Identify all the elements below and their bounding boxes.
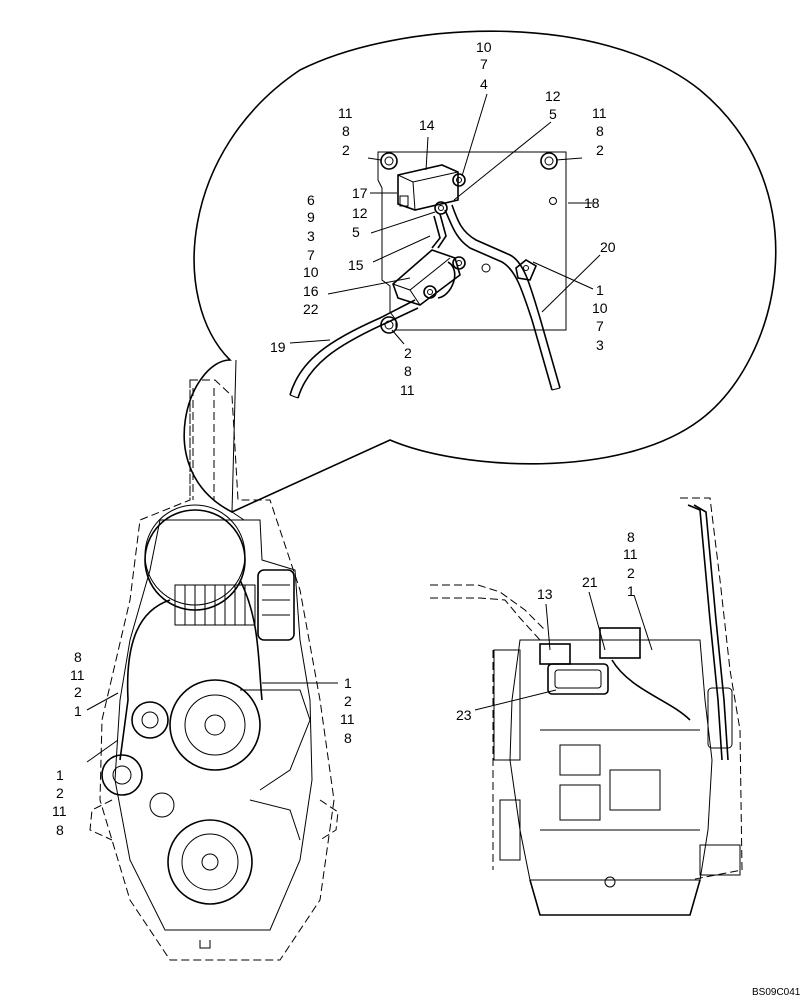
callout-left-b-4: 8 [56,822,64,838]
callout-14: 14 [419,117,435,133]
callout-right-3: 2 [627,565,635,581]
callout-detail-top-1: 10 [476,39,492,55]
callout-detail-right-c-2: 10 [592,300,608,316]
callout-detail-left-b-3: 3 [307,228,315,244]
callout-detail-left-b-4: 7 [307,247,315,263]
callout-detail-right-a-2: 5 [549,106,557,122]
callout-left-c-1: 1 [344,675,352,691]
drawing-reference: BS09C041 [752,987,801,998]
callout-right-4: 1 [627,583,635,599]
callout-left-b-3: 11 [52,803,67,819]
callout-detail-left-a-3: 2 [342,142,350,158]
right-engine-view [430,497,743,916]
callout-detail-left-b-5: 10 [303,264,319,280]
bolt-top-right [540,152,558,170]
callout-left-b-1: 1 [56,767,64,783]
callout-left-c-4: 8 [344,730,352,746]
callout-13: 13 [537,586,553,602]
callout-detail-right-b-1: 11 [592,105,607,121]
callout-23: 23 [456,707,472,723]
upper-module [397,164,459,211]
callout-detail-right-a-1: 12 [545,88,561,104]
callout-detail-top-2: 7 [480,56,488,72]
callout-left-a-2: 11 [70,667,85,683]
callout-right-1: 8 [627,529,635,545]
plate-bolts [380,152,558,334]
callout-detail-left-b-7: 22 [303,301,319,317]
callout-17: 17 [352,185,368,201]
callout-20: 20 [600,239,616,255]
callout-left-c-2: 2 [344,693,352,709]
callout-left-a-3: 2 [74,684,82,700]
callout-21: 21 [582,574,598,590]
callout-detail-left-a-1: 11 [338,105,353,121]
callout-left-b-2: 2 [56,785,64,801]
lower-module [392,249,461,306]
callout-detail-right-c-4: 3 [596,337,604,353]
bolt-mid-right [452,173,466,187]
callout-detail-left-a-2: 8 [342,123,350,139]
callout-19: 19 [270,339,286,355]
bolt-mid-left [434,201,448,215]
callout-18: 18 [584,195,600,211]
callout-right-2: 11 [623,546,638,562]
callout-detail-right-c-3: 7 [596,318,604,334]
cables [289,204,561,399]
callout-detail-right-c-1: 1 [596,282,604,298]
bolt-lower-left [423,285,437,299]
detail-bubble [183,30,777,521]
callout-detail-left-b-1: 6 [307,192,315,208]
callout-15: 15 [348,257,364,273]
callout-left-c-3: 11 [340,711,355,727]
callout-detail-mid-2: 5 [352,224,360,240]
detail-leaders [289,93,601,345]
callout-detail-top-3: 4 [480,76,488,92]
callout-left-a-4: 1 [74,703,82,719]
callout-detail-left-b-2: 9 [307,209,315,225]
callout-detail-right-b-3: 2 [596,142,604,158]
callout-detail-left-b-6: 16 [303,283,319,299]
cable-clip [515,259,538,281]
callout-detail-right-b-2: 8 [596,123,604,139]
callout-detail-bottom-1: 2 [404,345,412,361]
bolt-top-left [380,152,398,170]
callout-detail-mid-1: 12 [352,205,368,221]
callout-left-a-1: 8 [74,649,82,665]
left-engine-view [86,379,339,961]
callout-detail-bottom-3: 11 [400,382,415,398]
callouts: 10 7 4 12 5 11 8 2 11 8 2 14 17 18 6 9 3… [52,39,801,998]
callout-detail-bottom-2: 8 [404,363,412,379]
